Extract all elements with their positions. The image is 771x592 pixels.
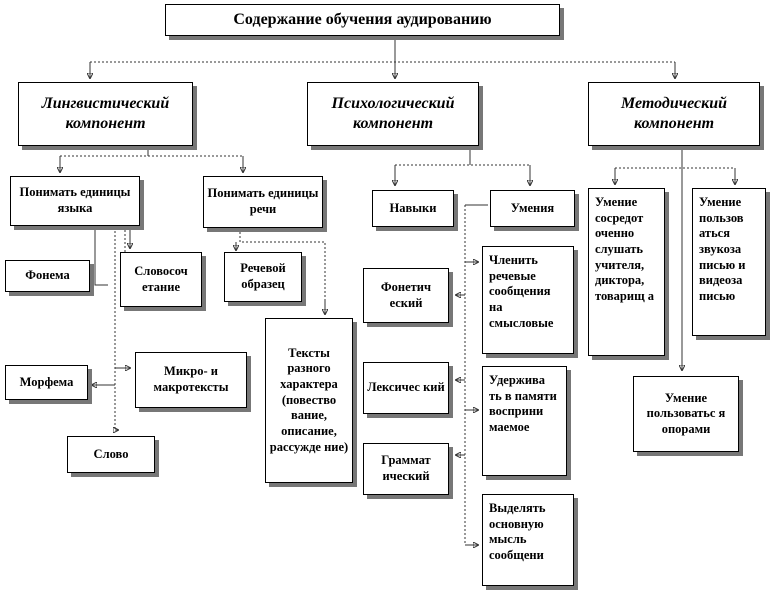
morpheme-box: Морфема — [5, 365, 88, 400]
psychological-component: Психологический компонент — [307, 82, 479, 146]
diagram-title: Содержание обучения аудированию — [165, 4, 560, 36]
phoneme-box: Фонема — [5, 260, 90, 292]
skills-box: Навыки — [372, 190, 454, 227]
word-box: Слово — [67, 436, 155, 473]
grammatical-box: Граммат ический — [363, 443, 449, 495]
phonetic-box: Фонетич еский — [363, 268, 449, 323]
speech-sample-box: Речевой образец — [224, 252, 302, 302]
methodical-component: Методический компонент — [588, 82, 760, 146]
lexical-box: Лексичес кий — [363, 362, 449, 414]
use-supports-box: Умение пользоватьс я опорами — [633, 376, 739, 452]
word-combination-box: Словосоч етание — [120, 252, 202, 307]
segment-messages-box: Членить речевые сообщения на смысловые — [482, 246, 574, 354]
abilities-box: Умения — [490, 190, 575, 227]
use-audio-video-box: Умение пользов аться звукоза писью и вид… — [692, 188, 766, 336]
understand-language-units: Понимать единицы языка — [10, 176, 140, 226]
understand-speech-units: Понимать единицы речи — [203, 176, 323, 228]
micro-macro-texts-box: Микро- и макротексты — [135, 352, 247, 408]
listen-focus-box: Умение сосредот оченно слушать учителя, … — [588, 188, 665, 356]
texts-box: Тексты разного характера (повество вание… — [265, 318, 353, 483]
linguistic-component: Лингвистический компонент — [18, 82, 193, 146]
retain-in-memory-box: Удержива ть в памяти восприни маемое — [482, 366, 567, 476]
main-idea-box: Выделять основную мысль сообщени — [482, 494, 574, 586]
